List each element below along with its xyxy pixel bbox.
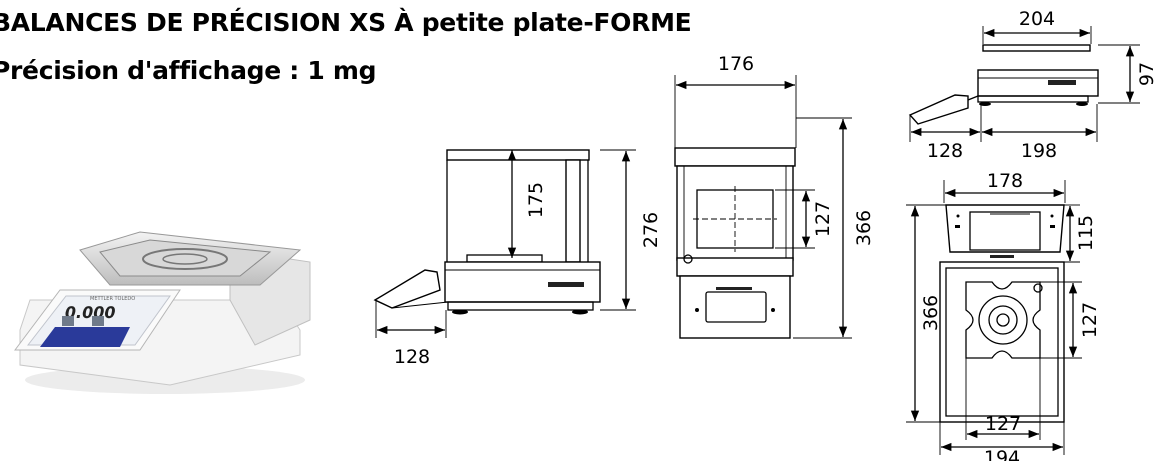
top-depth-label: 366	[920, 295, 942, 331]
top-side-terminal-depth-label: 128	[927, 140, 963, 162]
top-side-view-drawing: 204 97 128 198	[908, 8, 1158, 162]
top-side-width-label: 204	[1019, 8, 1055, 30]
front-pan-height-label: 127	[812, 201, 834, 237]
top-pan-depth-label: 127	[1079, 302, 1101, 338]
photo-brand-label: METTLER TOLEDO	[90, 296, 135, 302]
side-terminal-depth-label: 128	[394, 346, 430, 368]
top-terminal-depth-label: 115	[1075, 215, 1097, 251]
top-side-height-label: 97	[1136, 62, 1158, 86]
front-height-label: 366	[853, 210, 875, 246]
heading-line-1: BALANCES DE PRÉCISION XS À petite plate-…	[0, 8, 692, 37]
heading-line-2: Précision d'affichage : 1 mg	[0, 56, 377, 85]
front-width-label: 176	[718, 53, 754, 75]
top-side-base-depth-label: 198	[1021, 140, 1057, 162]
product-photo: 0.000 METTLER TOLEDO	[14, 231, 311, 394]
top-base-width-label: 194	[984, 447, 1020, 461]
side-chamber-height-label: 175	[525, 182, 547, 218]
top-pan-width-label: 127	[985, 413, 1021, 435]
front-view-drawing: 176 127 366	[674, 53, 875, 339]
top-view-drawing: 178 115 127 366 127 194	[906, 170, 1101, 461]
side-height-label: 276	[640, 212, 662, 248]
top-width-label: 178	[987, 170, 1023, 192]
side-view-drawing: 175 276 128	[373, 149, 662, 368]
